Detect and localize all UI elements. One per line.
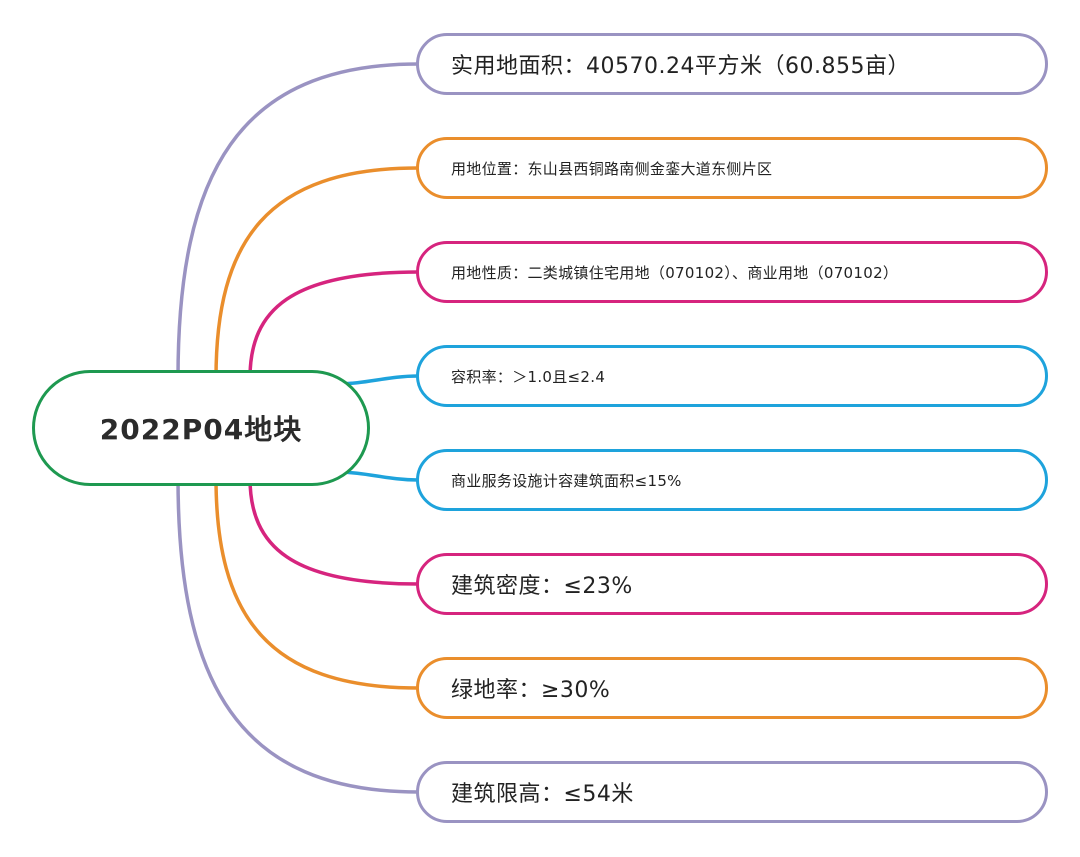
- branch-connector-3: [248, 270, 420, 380]
- branch-node-2: 用地位置：东山县西铜路南侧金銮大道东侧片区: [416, 137, 1048, 199]
- branch-node-4: 容积率：＞1.0且≤2.4: [416, 345, 1048, 407]
- branch-label-4: 容积率：＞1.0且≤2.4: [451, 367, 606, 386]
- branch-connector-6: [248, 476, 420, 586]
- branch-label-7: 绿地率：≥30%: [451, 678, 611, 703]
- branch-label-5: 商业服务设施计容建筑面积≤15%: [451, 471, 682, 490]
- branch-label-6: 建筑密度：≤23%: [451, 574, 633, 599]
- branch-node-3: 用地性质：二类城镇住宅用地（070102）、商业用地（070102）: [416, 241, 1048, 303]
- branch-label-3: 用地性质：二类城镇住宅用地（070102）、商业用地（070102）: [451, 263, 899, 282]
- branch-connector-1: [176, 62, 420, 380]
- branch-connector-8: [176, 476, 420, 794]
- branch-node-6: 建筑密度：≤23%: [416, 553, 1048, 615]
- branch-label-8: 建筑限高：≤54米: [451, 782, 634, 807]
- branch-label-1: 实用地面积：40570.24平方米（60.855亩）: [451, 54, 910, 79]
- branch-connector-2: [214, 166, 420, 380]
- central-topic-node: 2022P04地块: [32, 370, 370, 486]
- branch-node-8: 建筑限高：≤54米: [416, 761, 1048, 823]
- branch-connector-7: [214, 476, 420, 690]
- branch-label-2: 用地位置：东山县西铜路南侧金銮大道东侧片区: [451, 159, 773, 178]
- central-topic-label: 2022P04地块: [99, 413, 303, 446]
- branch-node-7: 绿地率：≥30%: [416, 657, 1048, 719]
- branch-node-5: 商业服务设施计容建筑面积≤15%: [416, 449, 1048, 511]
- branch-node-1: 实用地面积：40570.24平方米（60.855亩）: [416, 33, 1048, 95]
